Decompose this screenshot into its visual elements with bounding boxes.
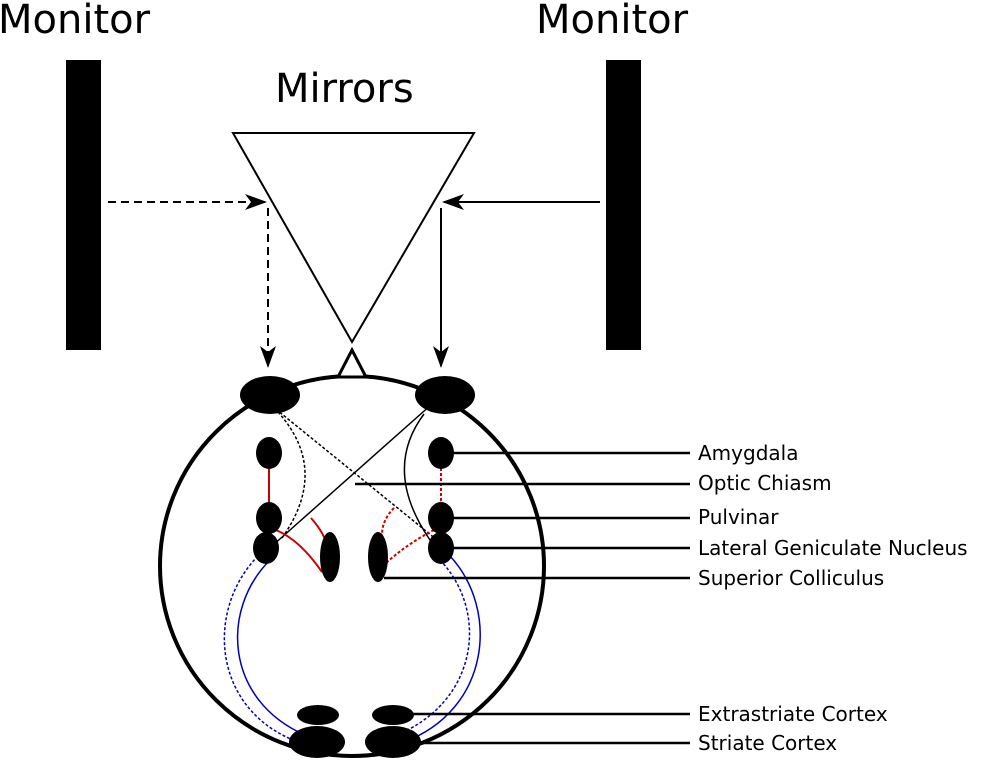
extrastriate-cortex-label: Extrastriate Cortex [698, 702, 888, 726]
right-amygdala [428, 437, 454, 469]
pulvinar-label: Pulvinar [698, 505, 779, 529]
left-pulvinar [256, 502, 282, 534]
left-amygdala [256, 437, 282, 469]
lgn-label: Lateral Geniculate Nucleus [698, 536, 968, 560]
left-superior-colliculus [320, 532, 340, 582]
nose [335, 346, 369, 379]
optic-chiasm-label: Optic Chiasm [698, 471, 832, 495]
right-superior-colliculus [368, 532, 388, 582]
right-ipsilateral-path [403, 413, 431, 541]
right-crossing-path [271, 403, 433, 547]
left-cortical-path-dotted [223, 555, 299, 743]
left-striate-cortex [289, 726, 345, 758]
amygdala-label: Amygdala [698, 441, 798, 465]
right-eye [415, 376, 475, 414]
head-outline [158, 374, 546, 758]
right-pulvinar [428, 502, 454, 534]
monitor-right-label: Monitor [536, 0, 689, 43]
left-ipsilateral-path [277, 411, 306, 539]
right-cortical-path-dotted [396, 559, 471, 736]
mirrors-label: Mirrors [275, 66, 414, 112]
right-extrastriate-cortex [372, 705, 414, 725]
superior-colliculus-label: Superior Colliculus [698, 566, 884, 590]
left-lgn [253, 532, 279, 564]
monitor-right [606, 60, 641, 350]
left-eye [240, 376, 300, 414]
mirror-triangle [231, 132, 476, 345]
monitor-left [66, 60, 101, 350]
left-cortical-path-solid [236, 559, 306, 736]
striate-cortex-label: Striate Cortex [698, 731, 837, 755]
right-striate-cortex [365, 726, 421, 758]
monitor-left-label: Monitor [0, 0, 151, 43]
left-extrastriate-cortex [297, 705, 339, 725]
right-lgn [428, 532, 454, 564]
